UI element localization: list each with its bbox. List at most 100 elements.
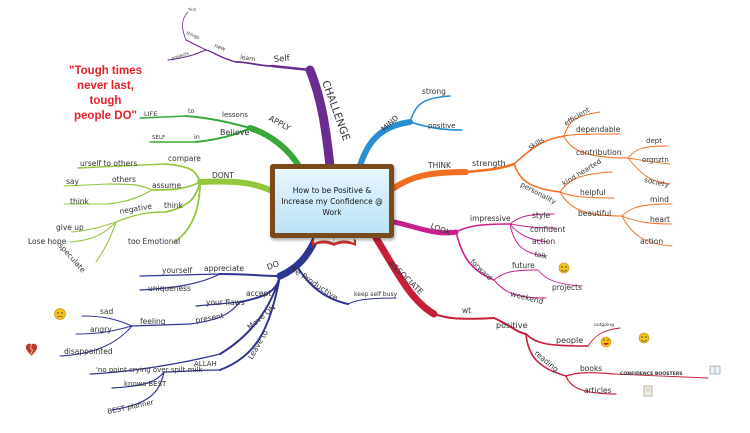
think-helpful: helpful: [580, 188, 606, 197]
branch-associate: [372, 234, 709, 395]
dont-think: think: [164, 201, 184, 210]
think-label: THINK: [427, 161, 452, 170]
think-strength: strength: [472, 159, 506, 168]
dont-too-emotional: too Emotional: [128, 237, 180, 246]
apply-in: in: [194, 133, 200, 141]
dont-negative: negative: [119, 201, 153, 216]
apply-lessons: lessons: [222, 111, 248, 119]
look-style: style: [532, 211, 550, 220]
associate-positive: positive: [496, 321, 527, 330]
think-beautiful: beautiful: [578, 209, 611, 218]
quote-line-4: people DO": [74, 110, 137, 122]
branch-mind: [357, 95, 463, 169]
mind-strong: strong: [422, 87, 446, 96]
do-keep-busy: keep self busy: [354, 291, 398, 298]
dont-give-up: give up: [56, 223, 84, 232]
think-orgnztn: orgnztn: [642, 156, 669, 164]
do-best-planner: BEST planner: [107, 398, 155, 416]
mind-positive: positive: [428, 122, 455, 130]
dont-label: DONT: [212, 171, 234, 180]
associate-outgoing: outgoing: [594, 322, 614, 328]
think-dept: dept: [646, 137, 662, 145]
do-angry: angry: [90, 325, 112, 334]
look-talk: talk: [534, 250, 549, 261]
do-label: DO: [266, 259, 281, 272]
apply-life: LIFE: [144, 110, 157, 118]
look-future: future: [512, 261, 535, 270]
do-accept: accept: [246, 289, 271, 298]
look-confident: confident: [530, 225, 565, 234]
do-yourself: yourself: [162, 266, 192, 275]
do-your-flaws: your flaws: [206, 298, 245, 307]
apply-to: to: [188, 107, 195, 115]
think-society: society: [644, 176, 670, 189]
challenge-things: things: [185, 30, 201, 41]
document-icon: [643, 385, 653, 397]
associate-wt: wt: [462, 306, 471, 315]
do-allah: ALLAH: [194, 360, 217, 368]
smiley-icon: [558, 262, 570, 274]
think-dependable: dependable: [576, 125, 621, 134]
do-no-point: 'no point crying over spilt milk: [96, 366, 203, 374]
think-action: action: [640, 237, 663, 246]
challenge-projects: projects: [171, 50, 191, 61]
think-kind-hearted: kind hearted: [561, 157, 603, 187]
do-knows-best: knows BEST: [124, 380, 167, 388]
do-disappointed: disappointed: [64, 347, 113, 356]
do-appreciate: appreciate: [204, 264, 244, 273]
dont-say: say: [66, 177, 80, 186]
do-move-on: Move ON: [246, 303, 278, 332]
branch-apply: [139, 115, 303, 171]
apply-self: SELF: [152, 135, 165, 141]
dont-assume: assume: [152, 181, 181, 190]
dont-think-sub: think: [70, 197, 90, 206]
think-skills: skills: [527, 136, 546, 152]
branch-dont: [63, 163, 273, 263]
quote-line-3: tough: [89, 95, 122, 107]
sad-face-icon: [54, 308, 66, 320]
challenge-self: Self: [273, 54, 291, 65]
dont-urself: urself to others: [80, 159, 137, 168]
do-uniqueness: uniqueness: [148, 284, 191, 293]
laughing-face-icon: [600, 336, 612, 348]
quote-line-1: "Tough times: [69, 65, 142, 77]
central-topic-line-2: Increase my Confidence @: [281, 196, 383, 206]
dont-lose-hope: Lose hope: [28, 237, 67, 246]
dont-compare: compare: [168, 154, 201, 163]
do-present: present: [195, 311, 225, 325]
broken-heart-icon: [25, 343, 38, 356]
dont-speculate: speculate: [57, 241, 88, 274]
central-topic-line-3: Work: [322, 207, 342, 217]
think-contribution: contribution: [576, 148, 622, 157]
do-feeling: feeling: [140, 317, 166, 326]
branch-think: [391, 111, 673, 247]
do-sad: sad: [100, 307, 114, 316]
central-topic: How to be Positive & Increase my Confide…: [270, 164, 394, 238]
branch-challenge: [167, 11, 335, 171]
look-impressive: impressive: [470, 214, 511, 223]
associate-boosters: CONFIDENCE BOOSTERS: [620, 371, 683, 377]
look-weekend: weekend: [510, 289, 545, 306]
look-action: action: [532, 237, 555, 246]
associate-people: people: [556, 336, 583, 345]
look-forward: forward: [469, 258, 494, 282]
central-topic-label: How to be Positive & Increase my Confide…: [275, 169, 389, 233]
quote-text: "Tough times never last, tough people DO…: [58, 64, 153, 124]
quote-line-2: never last,: [77, 80, 134, 92]
challenge-new: new: [213, 43, 226, 53]
apply-believe: Believe: [220, 128, 250, 137]
think-personality: personality: [519, 181, 557, 206]
dont-others: others: [112, 175, 136, 184]
central-topic-line-1: How to be Positive &: [292, 185, 372, 195]
book-icon: [709, 365, 721, 375]
think-mind: mind: [650, 195, 669, 204]
challenge-skill: skill: [188, 6, 196, 12]
think-heart: heart: [650, 215, 670, 224]
branch-look: [391, 213, 583, 299]
challenge-learn: learn: [240, 54, 256, 63]
associate-articles: articles: [584, 386, 612, 395]
apply-label: APPLY: [267, 114, 292, 133]
smiley-icon: [638, 332, 650, 344]
do-be-productive: Be Productive: [289, 264, 340, 302]
